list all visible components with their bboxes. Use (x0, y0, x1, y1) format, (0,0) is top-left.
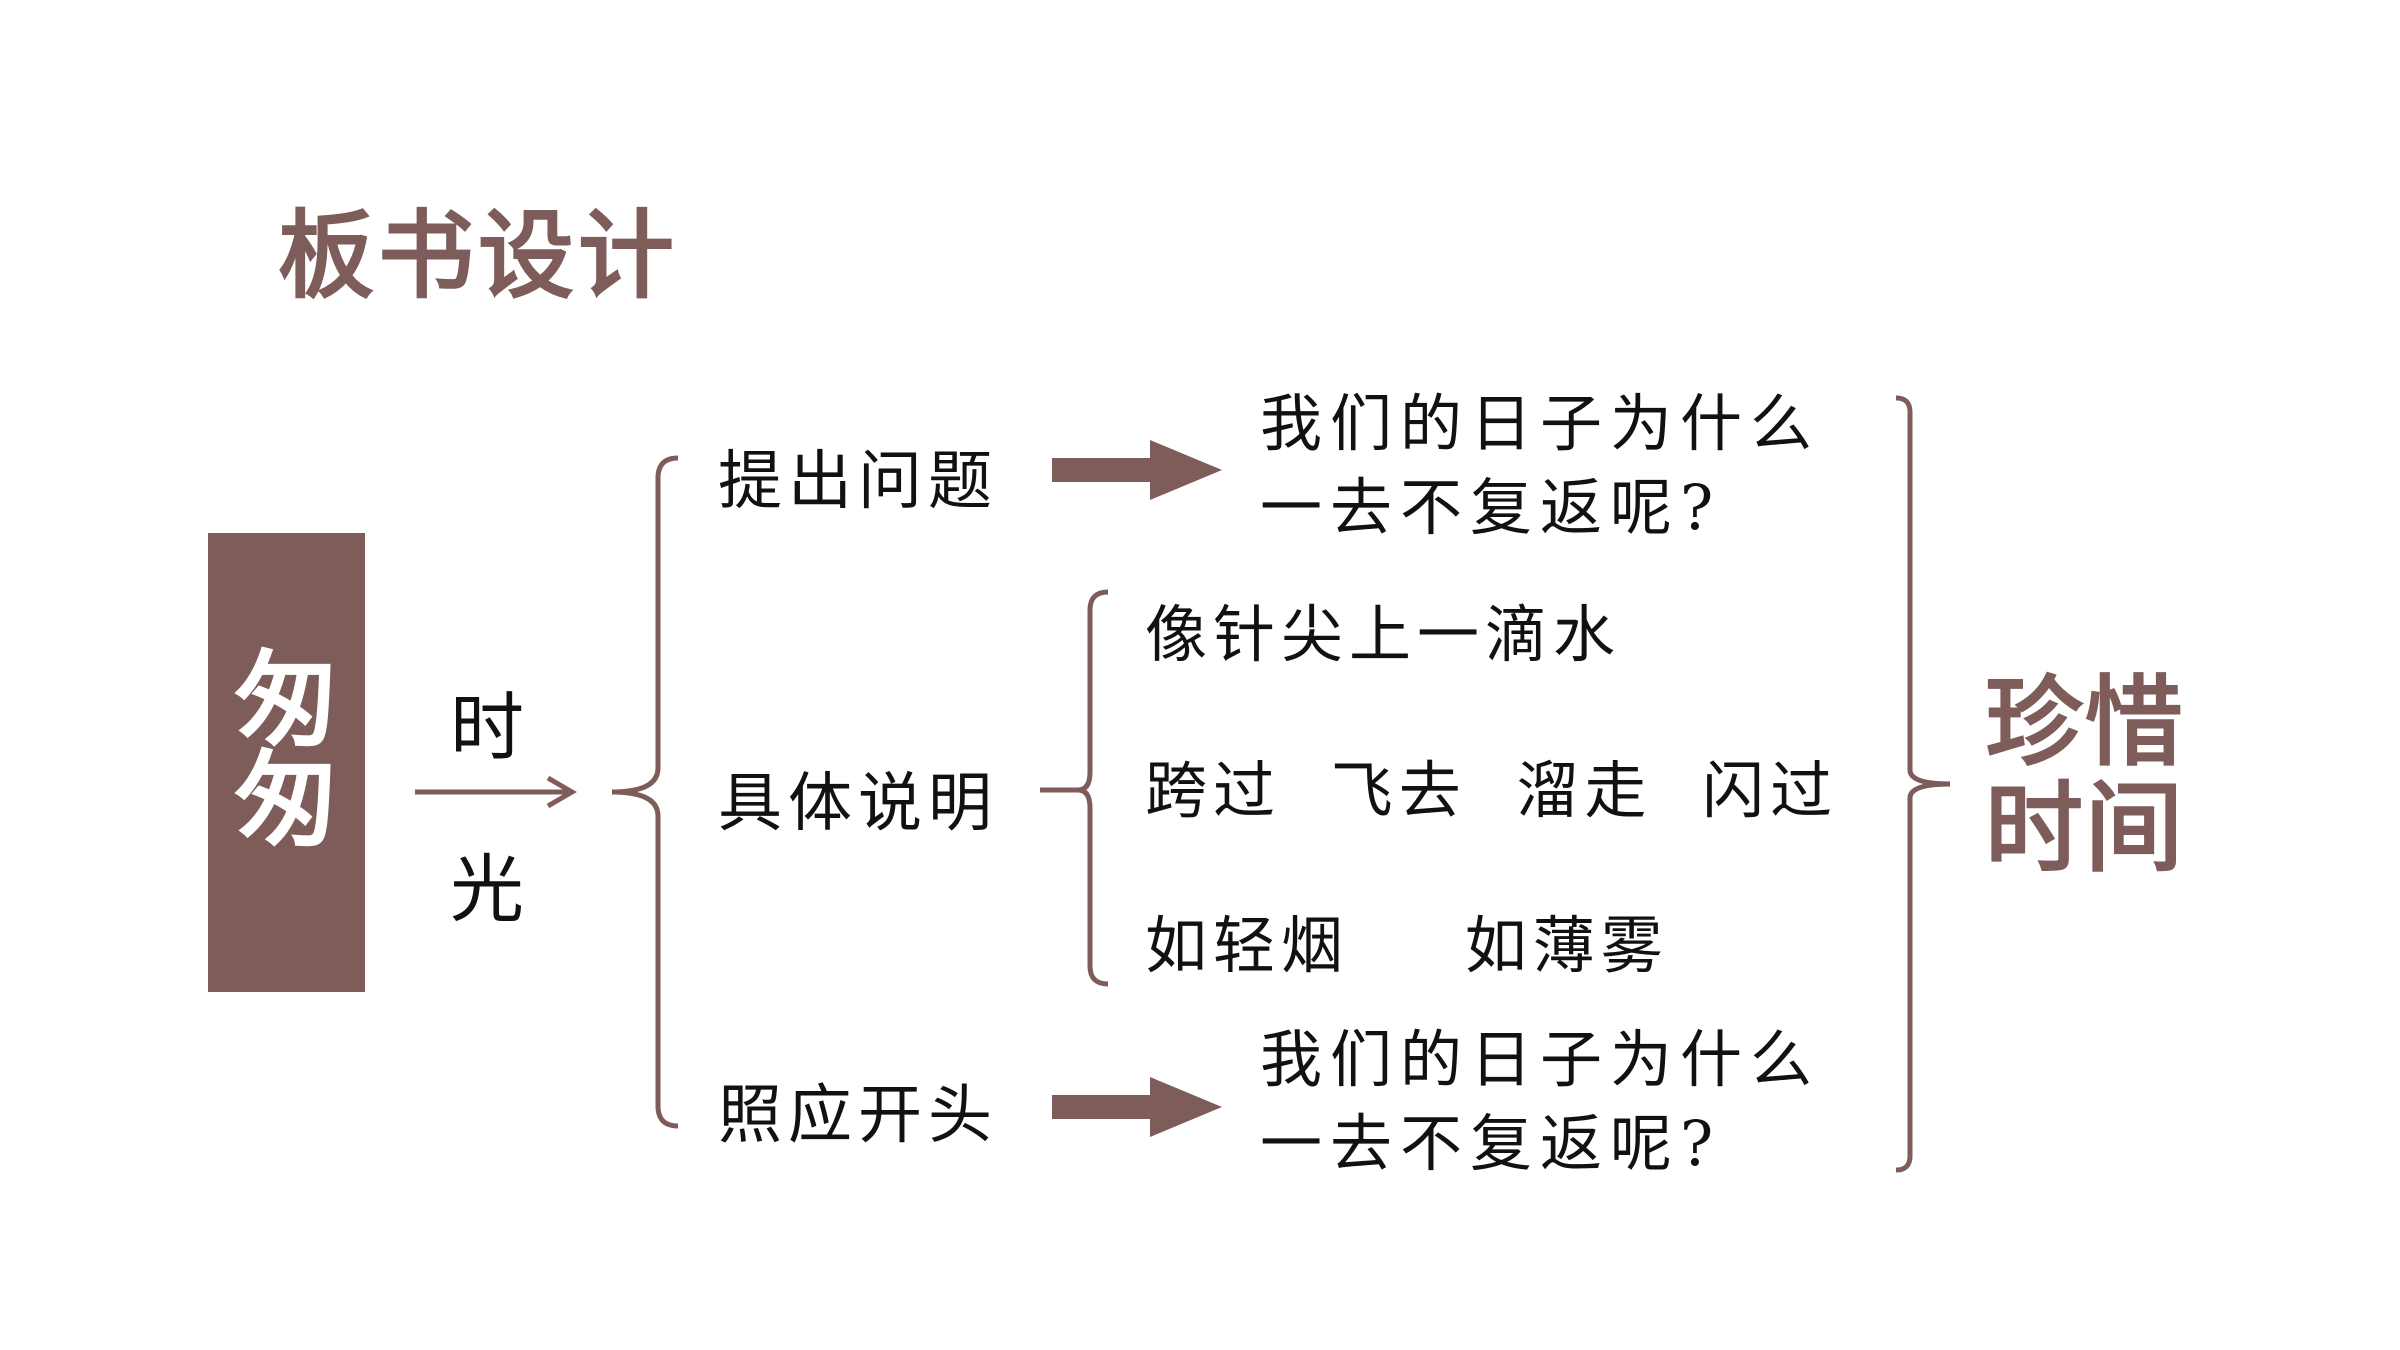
question-bottom-line1: 我们的日子为什么 (1260, 1023, 1821, 1096)
arrow-bottom-body (1052, 1095, 1160, 1119)
time-lower-char: 光 (450, 847, 524, 933)
detail-item: 如轻烟 如薄雾 (1145, 909, 1669, 982)
detail-brace (1077, 589, 1109, 987)
detail-item: 像针尖上一滴水 (1145, 598, 1622, 671)
main-brace (611, 455, 679, 1129)
conclusion-line2: 时间 (1985, 772, 2186, 886)
conclusion: 珍惜 时间 (1985, 670, 2185, 882)
branch-label-explain: 具体说明 (718, 767, 998, 841)
question-top-line1: 我们的日子为什么 (1260, 387, 1821, 460)
right-brace (1895, 395, 1951, 1173)
main-topic-label: 匆匆 (234, 639, 339, 861)
time-upper-char: 时 (450, 685, 524, 771)
arrow-bottom-head (1150, 1077, 1222, 1137)
question-bottom: 我们的日子为什么 一去不复返呢? (1260, 1018, 1820, 1186)
question-top: 我们的日子为什么 一去不复返呢? (1260, 382, 1820, 550)
detail-item: 跨过 飞去 溜走 闪过 (1145, 754, 1839, 827)
branch-label-question: 提出问题 (718, 445, 998, 519)
main-topic-text: 匆匆 (208, 639, 365, 861)
arrow-top-head (1150, 440, 1222, 500)
arrow-top-body (1052, 458, 1160, 482)
page-title: 板书设计 (278, 200, 678, 312)
main-topic-box (208, 533, 365, 992)
main-arrow-head (546, 775, 577, 809)
question-bottom-line2: 一去不复返呢? (1260, 1107, 1722, 1180)
question-top-line2: 一去不复返呢? (1260, 471, 1722, 544)
conclusion-line1: 珍惜 (1985, 666, 2186, 780)
branch-label-echo: 照应开头 (718, 1079, 998, 1153)
